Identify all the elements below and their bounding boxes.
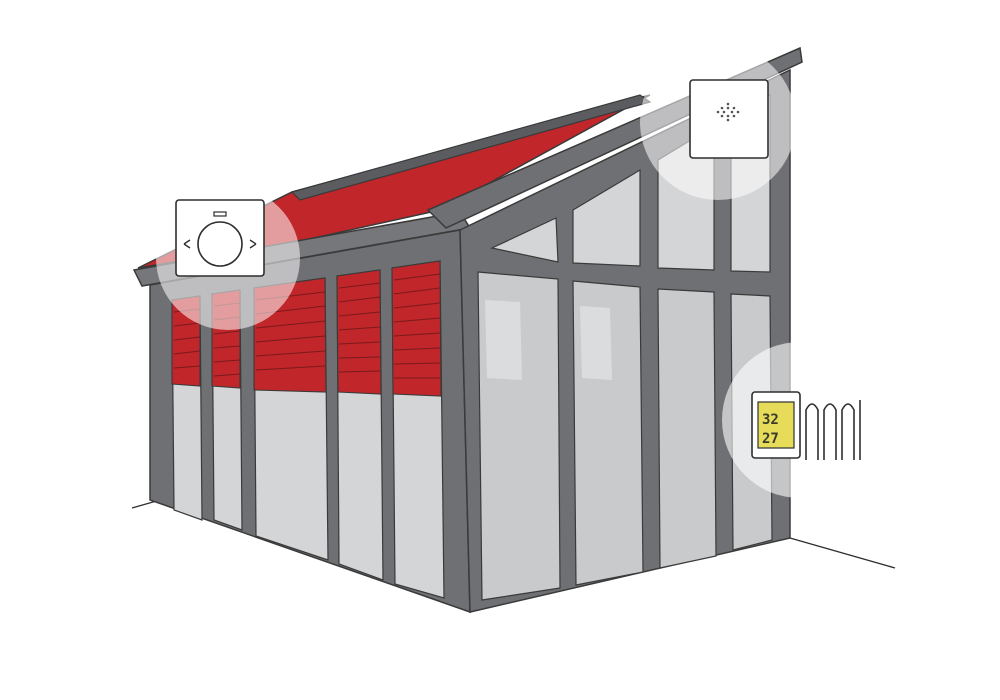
sensor-probe-cables <box>805 400 861 460</box>
front-wall <box>459 68 791 613</box>
rotary-control-icon <box>175 199 265 277</box>
thermostat-reading-bottom: 27 <box>762 431 779 447</box>
thermostat-reading-top: 32 <box>762 412 779 428</box>
left-wall-blinds <box>171 260 442 397</box>
thermostat-display-icon: 32 27 <box>751 391 861 460</box>
sensor-device-icon <box>689 79 769 159</box>
front-wall-lower-panes <box>477 271 773 601</box>
left-wall <box>149 229 471 614</box>
glass-reflections <box>485 300 612 380</box>
